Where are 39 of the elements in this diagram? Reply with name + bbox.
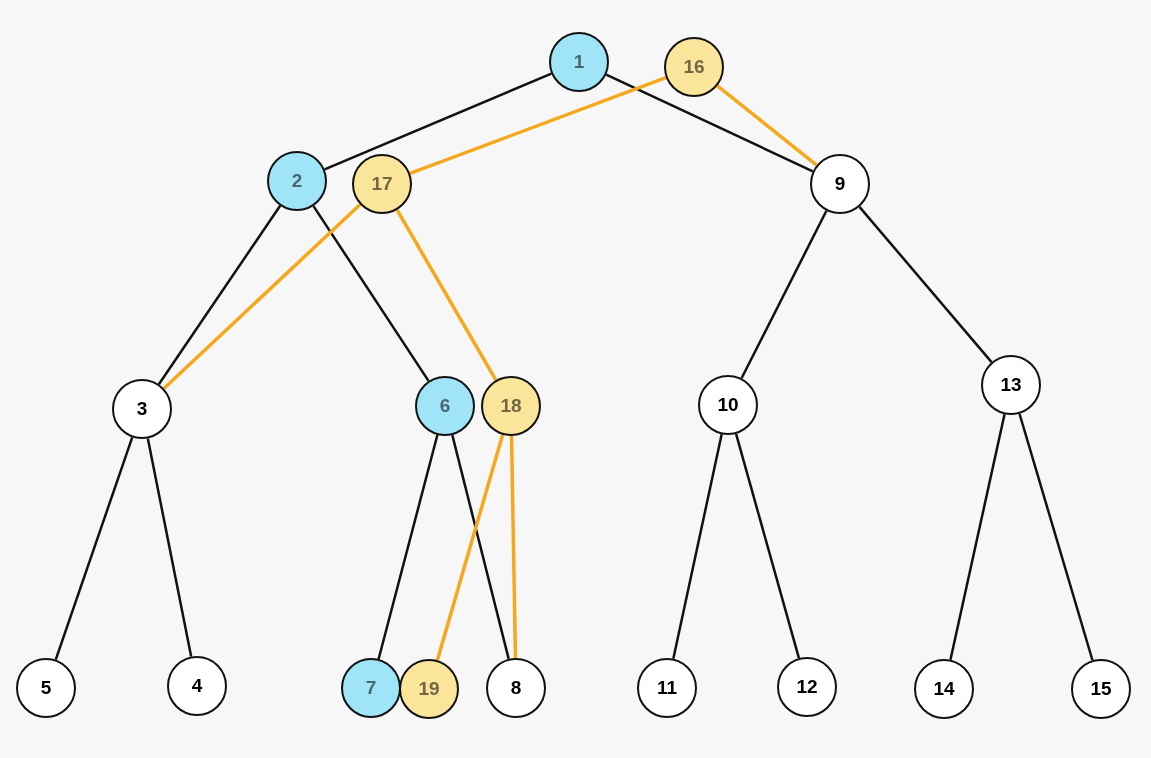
tree-edge bbox=[146, 438, 193, 657]
tree-node-circle: 19 bbox=[399, 659, 459, 719]
tree-node-circle: 11 bbox=[637, 658, 697, 718]
tree-edge bbox=[324, 72, 552, 171]
tree-edge bbox=[312, 205, 430, 382]
tree-edge bbox=[435, 434, 505, 661]
tree-node-circle: 9 bbox=[810, 154, 870, 214]
tree-node-circle: 1 bbox=[549, 32, 609, 92]
tree-node-circle: 13 bbox=[981, 355, 1041, 415]
tree-edge bbox=[1018, 413, 1094, 661]
tree-edge bbox=[162, 203, 362, 390]
tree-edge bbox=[395, 209, 498, 381]
tree-node-circle: 14 bbox=[914, 659, 974, 719]
tree-edge bbox=[451, 434, 510, 660]
tree-node-circle: 4 bbox=[167, 656, 227, 716]
tree-edge bbox=[949, 414, 1006, 660]
tree-edge bbox=[54, 436, 134, 661]
tree-node-circle: 3 bbox=[112, 379, 172, 439]
tree-node-circle: 16 bbox=[664, 37, 724, 97]
tree-edge bbox=[157, 205, 282, 385]
tree-edge bbox=[509, 435, 518, 659]
tree-edge bbox=[740, 210, 828, 379]
tree-edge bbox=[672, 434, 723, 659]
tree-node-circle: 7 bbox=[341, 658, 401, 718]
tree-edge bbox=[605, 73, 814, 173]
tree-node-circle: 10 bbox=[698, 375, 758, 435]
tree-node-circle: 18 bbox=[481, 376, 541, 436]
tree-edge bbox=[377, 434, 439, 660]
tree-edge bbox=[716, 84, 818, 167]
tree-node-circle: 8 bbox=[486, 658, 546, 718]
tree-node-circle: 12 bbox=[777, 657, 837, 717]
tree-node-circle: 17 bbox=[352, 154, 412, 214]
tree-node-circle: 6 bbox=[415, 376, 475, 436]
tree-node-circle: 5 bbox=[16, 658, 76, 718]
tree-edge bbox=[734, 433, 801, 659]
tree-node-circle: 15 bbox=[1071, 659, 1131, 719]
tree-edge bbox=[409, 75, 667, 176]
tree-node-circle: 2 bbox=[267, 151, 327, 211]
tree-edge bbox=[858, 206, 993, 363]
